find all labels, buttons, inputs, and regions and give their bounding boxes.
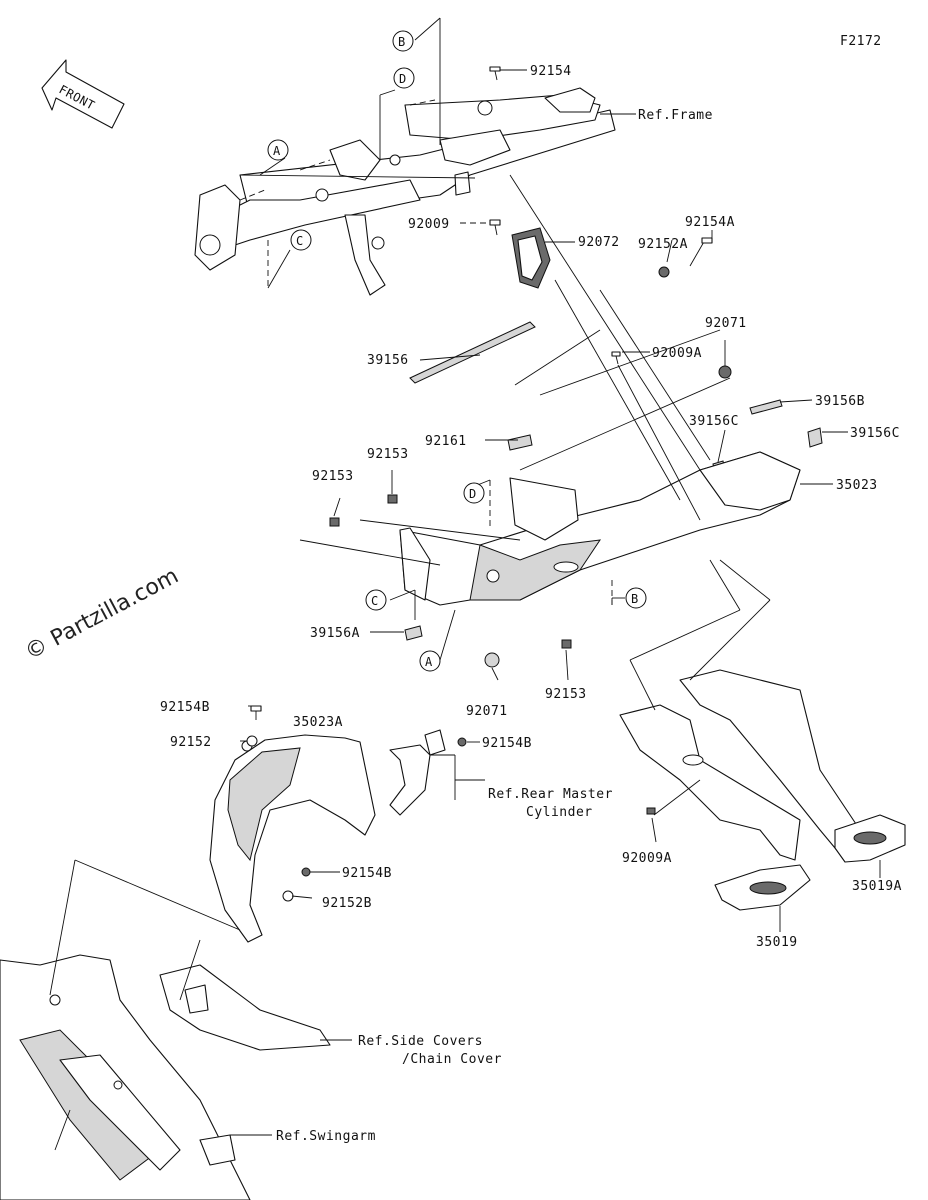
- label-92009A-lower: 92009A: [622, 851, 672, 866]
- watermark: © Partzilla.com: [21, 564, 183, 666]
- svg-text:D: D: [399, 72, 407, 86]
- label-92153-a: 92153: [312, 469, 354, 484]
- svg-text:B: B: [631, 592, 639, 606]
- front-arrow-icon: FRONT: [41, 59, 125, 129]
- label-92152B: 92152B: [322, 896, 372, 911]
- label-92154A: 92154A: [685, 215, 735, 230]
- washer-92152A: [658, 266, 670, 278]
- label-92153-b: 92153: [367, 447, 409, 462]
- label-39156A: 39156A: [310, 626, 360, 641]
- label-39156: 39156: [367, 353, 409, 368]
- label-39156C-left: 39156C: [689, 414, 739, 429]
- callout-b-mid: B: [625, 587, 647, 609]
- frame-assembly: [194, 87, 616, 296]
- svg-text:B: B: [398, 35, 406, 49]
- washer-92152: [246, 735, 258, 747]
- label-92154B-left: 92154B: [160, 700, 210, 715]
- label-92072: 92072: [578, 235, 620, 250]
- pad-92161: [507, 434, 533, 451]
- callout-a-mid: A: [419, 650, 441, 672]
- bracket-35019: [619, 704, 811, 911]
- leader-lines: [49, 17, 881, 1151]
- label-92009A-upper: 92009A: [652, 346, 702, 361]
- label-ref-side-covers-2: /Chain Cover: [402, 1052, 502, 1067]
- callout-c-top: C: [290, 229, 312, 251]
- label-35019A: 35019A: [852, 879, 902, 894]
- bolt-92153-b: [387, 494, 398, 504]
- washer-92152B: [282, 890, 294, 902]
- svg-text:C: C: [296, 234, 304, 248]
- label-92071-upper: 92071: [705, 316, 747, 331]
- label-92152: 92152: [170, 735, 212, 750]
- callout-d-top: D: [393, 67, 415, 89]
- pad-39156A: [404, 625, 423, 641]
- undertray-35023: [399, 451, 801, 606]
- label-ref-side-covers-1: Ref.Side Covers: [358, 1034, 483, 1049]
- figure-code: F2172: [840, 34, 882, 49]
- label-92154: 92154: [530, 64, 572, 79]
- svg-text:A: A: [425, 655, 433, 669]
- nut-92071-upper: [718, 365, 732, 379]
- label-92071-lower: 92071: [466, 704, 508, 719]
- label-92153-c: 92153: [545, 687, 587, 702]
- label-ref-rear-master-1: Ref.Rear Master: [488, 787, 613, 802]
- label-92161: 92161: [425, 434, 467, 449]
- tape-39156: [409, 321, 536, 384]
- bolt-92154B-lower: [301, 867, 311, 877]
- bolt-92153-c: [561, 639, 572, 649]
- callout-a-top: A: [267, 139, 289, 161]
- bolt-92154B-mid: [457, 737, 467, 747]
- bracket-92072: [511, 227, 551, 289]
- callout-d-mid: D: [463, 482, 485, 504]
- label-39156C-right: 39156C: [850, 426, 900, 441]
- callout-b-top: B: [392, 30, 414, 52]
- label-39156B: 39156B: [815, 394, 865, 409]
- swingarm-area: [0, 954, 331, 1200]
- bolt-92153-a: [329, 517, 340, 527]
- label-92154B-mid: 92154B: [482, 736, 532, 751]
- rear-master-bracket: [389, 729, 446, 816]
- bolt-92009A-upper: [611, 351, 621, 365]
- bolt-92009: [489, 219, 501, 236]
- label-92154B-lower: 92154B: [342, 866, 392, 881]
- label-35023: 35023: [836, 478, 878, 493]
- pad-39156B: [749, 399, 783, 415]
- svg-text:C: C: [371, 594, 379, 608]
- callout-c-mid: C: [365, 589, 387, 611]
- bolt-92009A-lower: [646, 807, 656, 815]
- bracket-35019A: [679, 669, 906, 863]
- bolt-92154: [489, 66, 501, 81]
- label-92009: 92009: [408, 217, 450, 232]
- label-ref-frame: Ref.Frame: [638, 108, 713, 123]
- washer-92071-lower: [484, 652, 500, 668]
- bolt-92154A: [689, 237, 713, 267]
- label-35019: 35019: [756, 935, 798, 950]
- svg-text:A: A: [273, 144, 281, 158]
- bolt-92154B-left: [250, 705, 262, 720]
- label-35023A: 35023A: [293, 715, 343, 730]
- label-ref-swingarm: Ref.Swingarm: [276, 1129, 376, 1144]
- svg-text:D: D: [469, 487, 477, 501]
- label-92152A: 92152A: [638, 237, 688, 252]
- label-ref-rear-master-2: Cylinder: [526, 805, 593, 820]
- pad-39156C-right: [807, 427, 823, 448]
